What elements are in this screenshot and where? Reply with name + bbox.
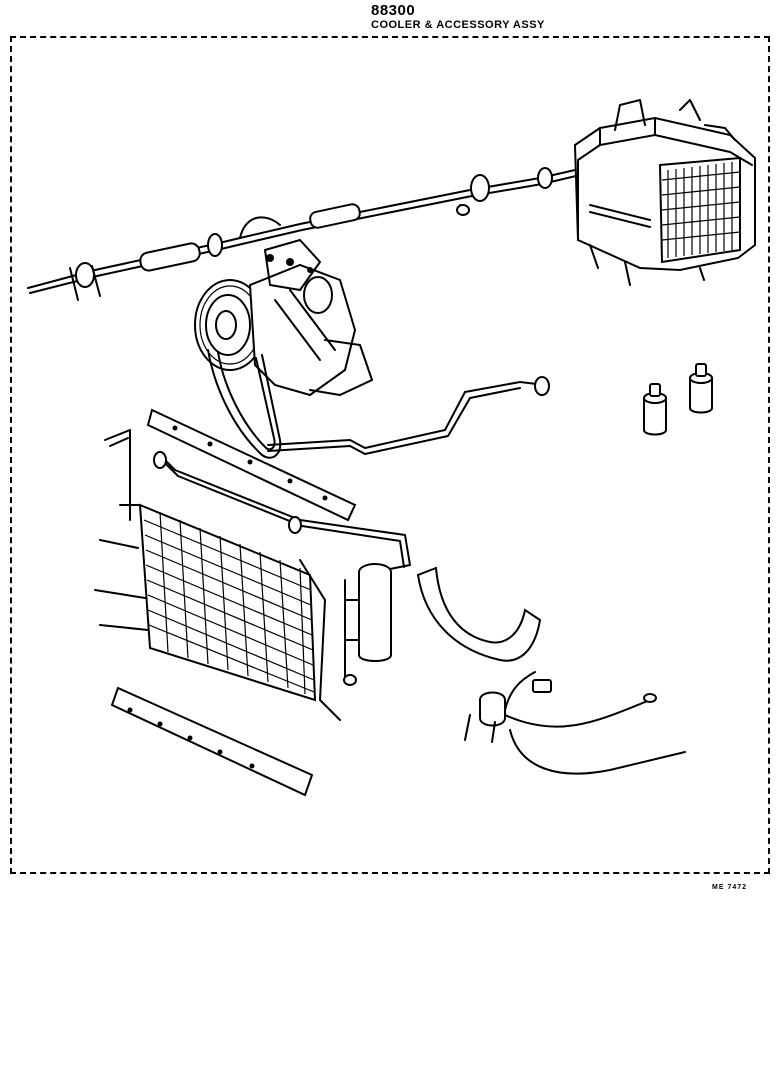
receiver-drier (343, 563, 392, 686)
figure-reference: ME 7472 (712, 884, 748, 891)
upper-bracket (146, 408, 357, 522)
evaporator-unit (573, 99, 756, 286)
part-number: 88300 (371, 2, 416, 19)
drawing-frame (10, 36, 770, 874)
lower-bracket (110, 686, 314, 797)
discharge-pipe (267, 376, 550, 455)
suction-hose (27, 167, 577, 301)
assembly-title: COOLER & ACCESSORY ASSY (371, 19, 545, 31)
refrigerant-cans (643, 363, 713, 436)
condenser (94, 429, 411, 721)
sensor-harness (464, 671, 686, 775)
compressor (194, 239, 373, 397)
fan-shroud (416, 566, 542, 662)
